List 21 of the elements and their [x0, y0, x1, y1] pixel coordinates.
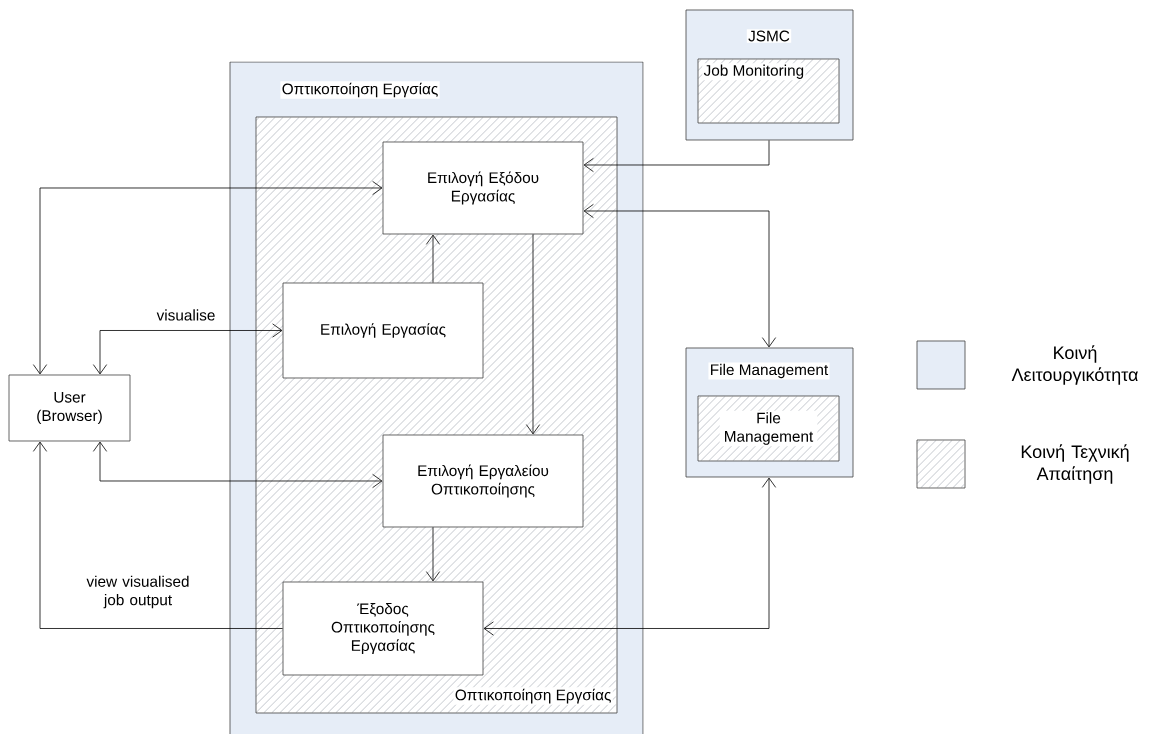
- group-box: Job Monitoring: [697, 58, 840, 124]
- edge-label: view visualised job output: [81, 574, 195, 610]
- arrow: [425, 234, 441, 283]
- arrow: [425, 527, 441, 582]
- edge-label: visualise: [155, 308, 217, 322]
- process-box: Έξοδος Οπτικοποίησης Εργασίας: [282, 581, 484, 676]
- process-box: Επιλογή Εξόδου Εργασίας: [382, 141, 584, 235]
- arrow: [32, 441, 283, 629]
- arrow: [583, 203, 777, 348]
- group-box: File Management: [697, 395, 840, 462]
- legend-text: Κοινή Λειτουργικότητα: [1011, 345, 1138, 385]
- process-box: Επιλογή Εργαλείου Οπτικοποίησης: [382, 434, 584, 528]
- arrow: [92, 323, 283, 375]
- arrow: [583, 140, 770, 173]
- arrow: [92, 441, 383, 489]
- legend-text: Κοινή Τεχνική Απαίτηση: [1021, 444, 1129, 484]
- arrow: [32, 180, 383, 375]
- actor-box: User (Browser): [8, 374, 131, 442]
- arrow: [483, 477, 777, 636]
- arrow: [525, 234, 541, 435]
- process-box: Επιλογή Εργασίας: [282, 282, 484, 379]
